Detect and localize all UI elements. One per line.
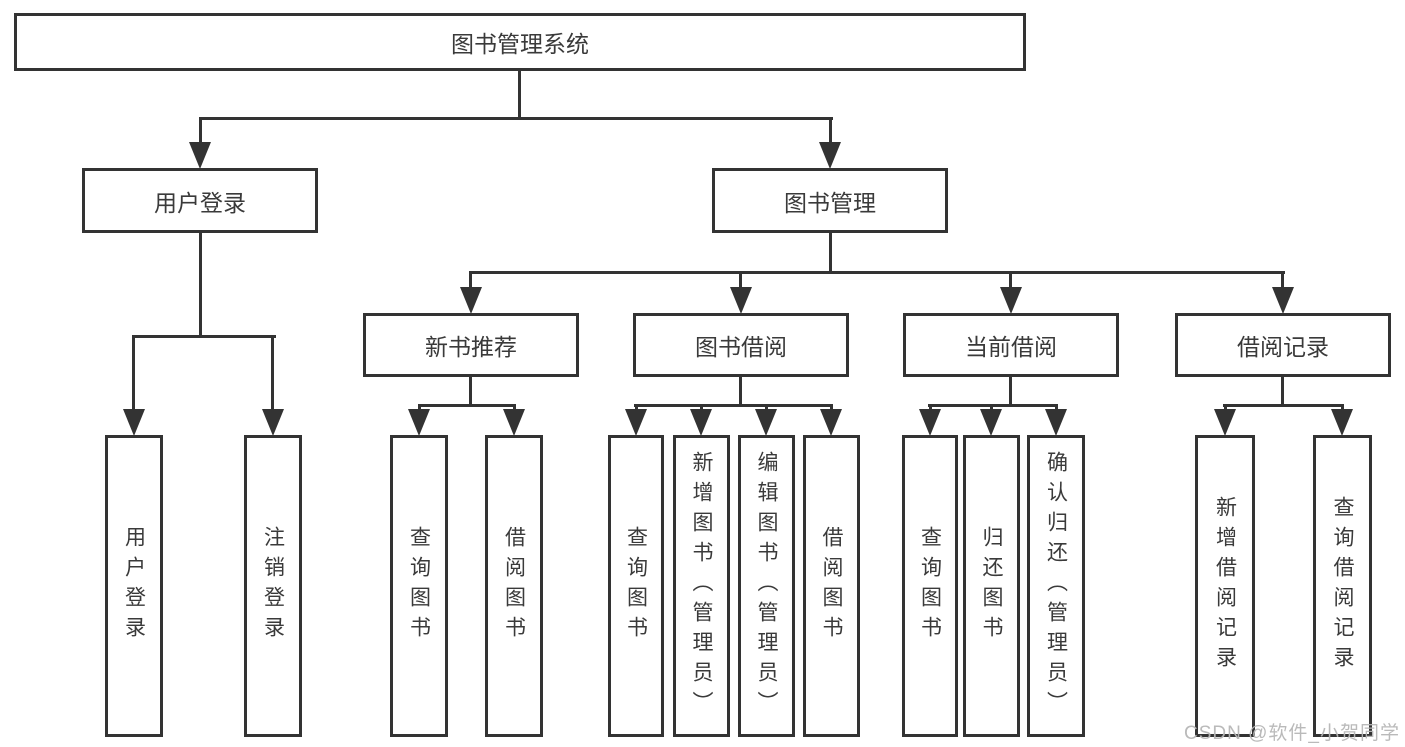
leaf-user-login: 用户登录 bbox=[105, 435, 163, 737]
node-user-login-group: 用户登录 bbox=[82, 168, 318, 233]
connector-current-down bbox=[1009, 376, 1012, 407]
arrow-down-icon bbox=[730, 287, 752, 314]
connector-book-mgmt-down bbox=[829, 232, 832, 274]
connector-root-stem bbox=[518, 71, 521, 120]
arrow-down-icon bbox=[919, 409, 941, 436]
connector-recommend-down bbox=[469, 376, 472, 407]
leaf-edit-books-admin: 编辑图书（管理员） bbox=[738, 435, 795, 737]
arrow-down-icon bbox=[1331, 409, 1353, 436]
arrow-down-icon bbox=[980, 409, 1002, 436]
arrow-down-icon bbox=[503, 409, 525, 436]
leaf-query-books-current: 查询图书 bbox=[902, 435, 958, 737]
connector-user-login-split bbox=[132, 335, 276, 338]
connector-book-mgmt-stem bbox=[829, 119, 832, 146]
connector-level3-stem bbox=[1009, 273, 1012, 290]
connector-leaf-stem bbox=[132, 337, 135, 413]
leaf-query-books-borrow: 查询图书 bbox=[608, 435, 664, 737]
arrow-down-icon bbox=[1045, 409, 1067, 436]
connector-recommend-split bbox=[418, 404, 516, 407]
connector-records-split bbox=[1223, 404, 1344, 407]
leaf-logout: 注销登录 bbox=[244, 435, 302, 737]
connector-borrow-down bbox=[739, 376, 742, 407]
arrow-down-icon bbox=[123, 409, 145, 436]
node-root: 图书管理系统 bbox=[14, 13, 1026, 71]
connector-records-down bbox=[1281, 376, 1284, 407]
connector-borrow-split bbox=[634, 404, 833, 407]
node-current-borrow: 当前借阅 bbox=[903, 313, 1119, 377]
connector-level1-horizontal bbox=[199, 117, 833, 120]
arrow-down-icon bbox=[819, 142, 841, 169]
arrow-down-icon bbox=[262, 409, 284, 436]
arrow-down-icon bbox=[690, 409, 712, 436]
arrow-down-icon bbox=[1214, 409, 1236, 436]
leaf-borrow-books-recommend: 借阅图书 bbox=[485, 435, 543, 737]
arrow-down-icon bbox=[1272, 287, 1294, 314]
leaf-query-borrow-record: 查询借阅记录 bbox=[1313, 435, 1372, 737]
leaf-borrow-books-borrow: 借阅图书 bbox=[803, 435, 860, 737]
connector-leaf-stem bbox=[271, 337, 274, 413]
arrow-down-icon bbox=[189, 142, 211, 169]
connector-level3-stem bbox=[1281, 273, 1284, 290]
node-borrow-records: 借阅记录 bbox=[1175, 313, 1391, 377]
connector-level3-stem bbox=[469, 273, 472, 290]
leaf-return-books: 归还图书 bbox=[963, 435, 1020, 737]
watermark: CSDN @软件_小贺同学 bbox=[1184, 723, 1400, 744]
arrow-down-icon bbox=[820, 409, 842, 436]
connector-current-split bbox=[928, 404, 1058, 407]
arrow-down-icon bbox=[625, 409, 647, 436]
arrow-down-icon bbox=[408, 409, 430, 436]
node-new-book-recommend: 新书推荐 bbox=[363, 313, 579, 377]
arrow-down-icon bbox=[1000, 287, 1022, 314]
connector-user-login-stem bbox=[199, 119, 202, 146]
arrow-down-icon bbox=[460, 287, 482, 314]
leaf-add-borrow-record: 新增借阅记录 bbox=[1195, 435, 1255, 737]
node-book-mgmt-group: 图书管理 bbox=[712, 168, 948, 233]
arrow-down-icon bbox=[755, 409, 777, 436]
connector-level2-horizontal bbox=[469, 271, 1285, 274]
leaf-confirm-return-admin: 确认归还（管理员） bbox=[1027, 435, 1085, 737]
leaf-add-books-admin: 新增图书（管理员） bbox=[673, 435, 730, 737]
connector-level3-stem bbox=[739, 273, 742, 290]
node-book-borrow: 图书借阅 bbox=[633, 313, 849, 377]
leaf-query-books-recommend: 查询图书 bbox=[390, 435, 448, 737]
connector-user-login-down bbox=[199, 232, 202, 338]
